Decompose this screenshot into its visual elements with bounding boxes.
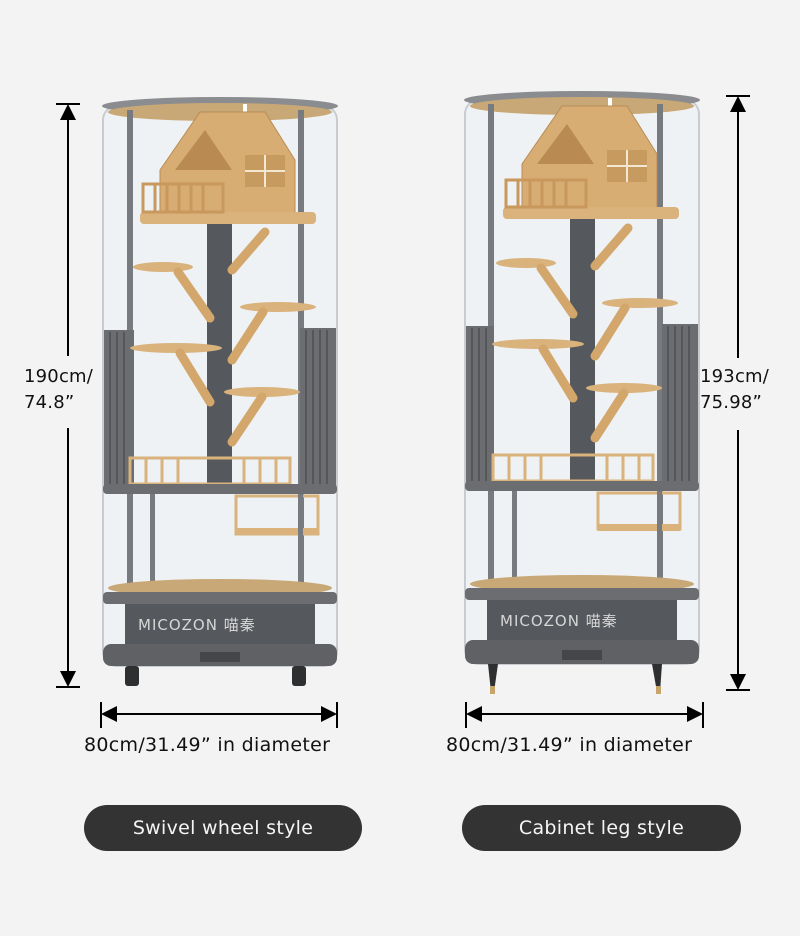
height-dimension-arrow xyxy=(56,103,80,688)
product-panel-swivel: MICOZON 喵秦 190cm/ 74.8” 80cm/31.49” in d… xyxy=(24,97,362,851)
diameter-dimension-arrow xyxy=(465,702,704,728)
brand-label: MICOZON 喵秦 xyxy=(500,612,618,630)
brand-label: MICOZON 喵秦 xyxy=(138,616,256,634)
cabinet-legs xyxy=(488,664,662,694)
style-badge-legs: Cabinet leg style xyxy=(462,805,741,851)
cat-cabinet xyxy=(464,91,700,665)
diameter-dimension-arrow xyxy=(100,702,338,728)
cat-cabinet-legs-image xyxy=(464,91,750,728)
height-metric: 190cm/ xyxy=(24,366,94,387)
cat-cabinet-swivel-image xyxy=(56,97,338,728)
height-label: 193cm/ 75.98” xyxy=(700,364,769,416)
swivel-wheels xyxy=(125,666,306,686)
height-imperial: 75.98” xyxy=(700,392,763,413)
style-badge-swivel: Swivel wheel style xyxy=(84,805,362,851)
diameter-label: 80cm/31.49” in diameter xyxy=(446,734,693,756)
product-panel-legs: MICOZON 喵秦 193cm/ 75.98” 80cm/31.49” in … xyxy=(400,0,800,936)
height-metric: 193cm/ xyxy=(700,366,770,387)
diameter-label: 80cm/31.49” in diameter xyxy=(84,734,331,756)
height-label: 190cm/ 74.8” xyxy=(24,364,93,416)
height-imperial: 74.8” xyxy=(24,392,75,413)
cat-cabinet xyxy=(102,97,338,667)
height-dimension-arrow xyxy=(726,95,750,691)
